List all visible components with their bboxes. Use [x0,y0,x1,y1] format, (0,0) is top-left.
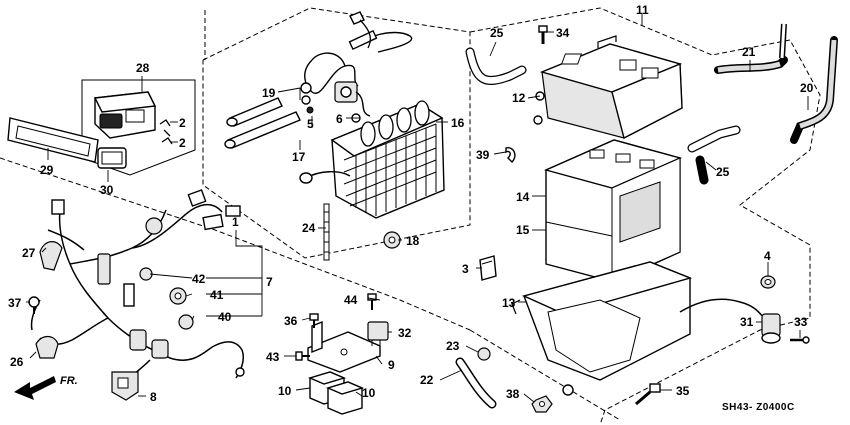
callout-10a: 10 [278,384,292,398]
callout-20: 20 [800,81,814,95]
group-boundaries [0,7,821,425]
callout-38: 38 [506,387,520,401]
part-35-bolt [635,383,661,406]
part-18-grommet [383,231,401,249]
part-16-evaporator [299,100,445,219]
callout-28: 28 [136,61,150,75]
callout-37: 37 [8,296,22,310]
callout-2b: 2 [179,136,186,150]
part-30-lens [97,147,127,169]
part-22-drain-hose [455,357,497,409]
callout-31: 31 [740,315,754,329]
part-38-nut [531,395,553,413]
callout-36: 36 [284,314,298,328]
callout-29: 29 [40,163,54,177]
part-44-screw [367,293,377,310]
callout-2a: 2 [179,116,186,130]
part-23-clip [477,347,491,361]
part-39-clip [505,147,516,163]
callout-7: 7 [266,275,273,289]
callout-22: 22 [420,373,434,387]
callout-6: 6 [336,112,343,126]
callout-17: 17 [292,150,306,164]
callout-27: 27 [22,246,36,260]
callout-14: 14 [516,190,530,204]
callout-35: 35 [676,384,690,398]
expansion-valve-assembly [300,11,413,123]
part-9-bracket [307,320,381,373]
part-41-grommet [169,287,187,305]
part-33-screw [790,336,810,344]
callout-8: 8 [150,390,157,404]
part-37-screw [28,296,40,314]
callout-44: 44 [344,293,358,307]
callout-43: 43 [266,350,280,364]
part-20-strap [790,36,838,144]
callout-32: 32 [398,326,412,340]
callout-34: 34 [556,26,570,40]
part-32-relay [367,321,389,346]
part-14-15-blower-case [543,139,683,283]
callout-labels: 28 2 2 29 30 19 5 6 16 17 24 18 11 34 25… [8,3,814,404]
callout-16: 16 [451,116,465,130]
part-34-screw [538,25,548,44]
part-25-hose-top [465,47,527,85]
part-40-grommet [178,314,194,330]
front-marker: FR. [60,375,78,387]
callout-26: 26 [10,355,24,369]
callout-11: 11 [636,3,649,17]
callout-4: 4 [764,249,771,263]
part-27-clip [39,241,63,271]
part-25-hose-right [687,125,741,185]
harness-connectors [51,189,245,377]
callout-10b: 10 [362,386,376,400]
switch-panel-box [7,79,196,176]
part-29-faceplate [7,117,99,163]
part-10-relay-b [325,381,365,415]
part-4-bushing [760,275,776,289]
part-26-clip [35,335,59,359]
callout-40: 40 [218,310,232,324]
callout-12: 12 [512,91,526,105]
diagram-code: SH43- Z0400C [722,402,795,413]
callout-25b: 25 [716,165,730,179]
part-8-clamp [111,371,139,401]
callout-21: 21 [742,45,756,59]
part-24-strip [323,203,330,261]
callout-24: 24 [302,221,316,235]
callout-15: 15 [516,223,530,237]
callout-39: 39 [476,148,490,162]
part-12-upper-housing [533,35,683,140]
callout-23: 23 [446,339,460,353]
part-13-lower-housing [511,261,693,396]
part-17-pipe [224,97,301,149]
part-28-switch [93,91,173,145]
callout-25a: 25 [490,26,504,40]
part-31-motor [679,298,781,344]
callout-1: 1 [232,215,239,229]
callout-33: 33 [794,315,808,329]
callout-18: 18 [406,234,420,248]
callout-3: 3 [462,262,469,276]
callout-5: 5 [307,117,314,131]
callout-41: 41 [210,288,224,302]
front-arrow [14,376,56,400]
leader-lines [26,14,809,403]
callout-13: 13 [502,296,516,310]
part-36-screw [309,313,319,328]
callout-19: 19 [262,86,276,100]
callout-30: 30 [100,183,114,197]
callout-42: 42 [192,272,206,286]
part-3-bracket [479,255,497,281]
part-21-strap [714,23,788,74]
callout-9: 9 [388,358,395,372]
